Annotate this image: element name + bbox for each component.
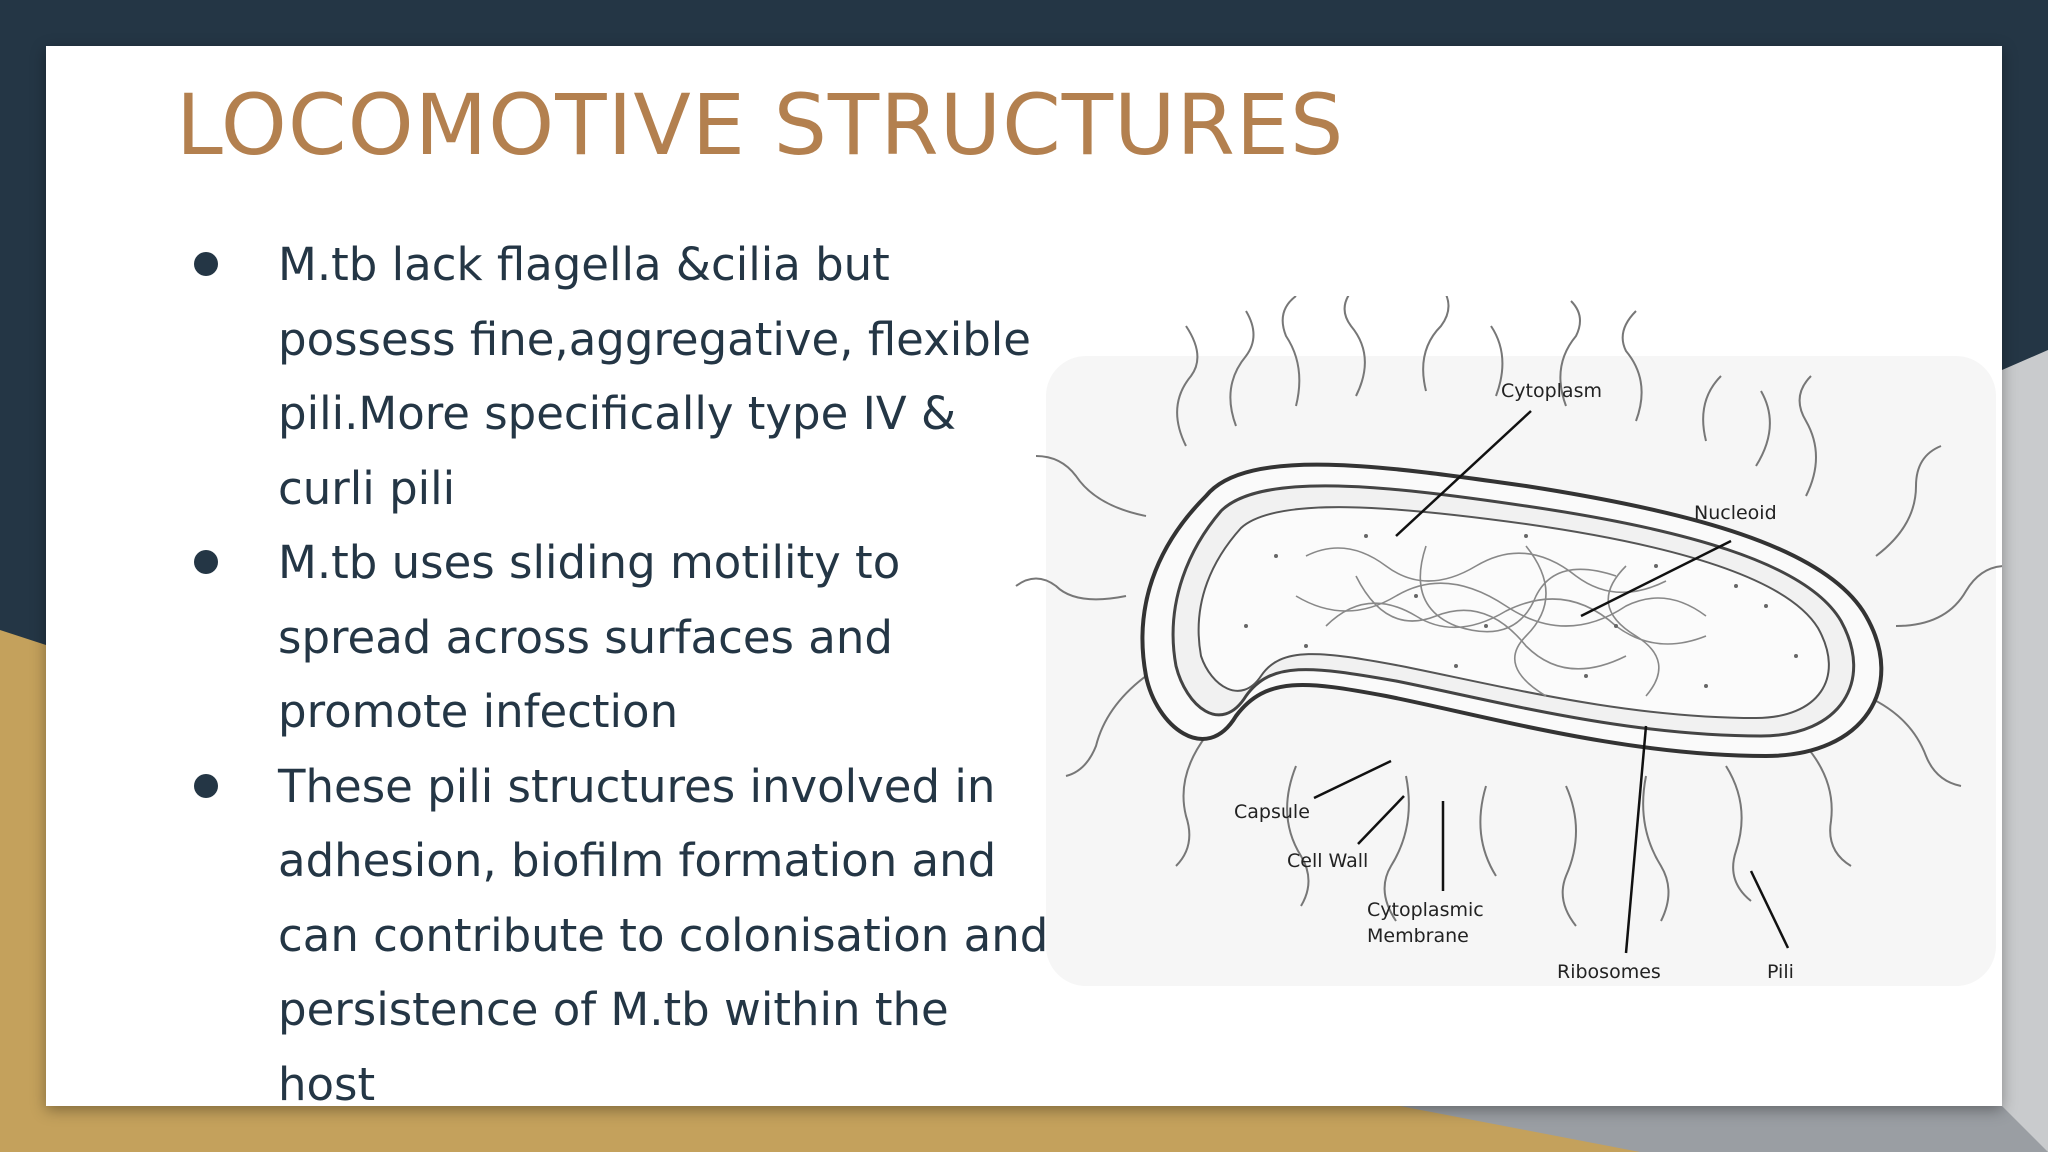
nucleoid-strands <box>1295 545 1707 697</box>
bullet-item: M.tb lack flagella &cilia but possess fi… <box>194 228 1054 526</box>
bullet-dot-icon <box>194 252 218 276</box>
bullet-dot-icon <box>194 550 218 574</box>
bullet-item: M.tb uses sliding motility to spread acr… <box>194 526 1054 750</box>
bacterium-diagram: Cytoplasm Nucleoid Capsule Cell Wall Cyt… <box>1006 285 2002 1036</box>
label-cytoplasm: Cytoplasm <box>1501 380 1602 402</box>
bullet-list: M.tb lack flagella &cilia but possess fi… <box>194 228 1054 1106</box>
label-cytoplasmic-membrane: Cytoplasmic <box>1367 899 1484 921</box>
bullet-text: M.tb lack flagella &cilia but possess fi… <box>278 238 1031 515</box>
label-nucleoid: Nucleoid <box>1694 502 1777 524</box>
bullet-text: M.tb uses sliding motility to spread acr… <box>278 536 901 738</box>
bullet-item: These pili structures involved in adhesi… <box>194 750 1054 1107</box>
ribosome-dots <box>1244 534 1798 688</box>
slide: LOCOMOTIVE STRUCTURES M.tb lack flagella… <box>46 46 2002 1106</box>
bullet-dot-icon <box>194 773 218 798</box>
label-cell-wall: Cell Wall <box>1287 850 1368 872</box>
bullet-text: These pili structures involved in adhesi… <box>278 759 1049 1107</box>
label-capsule: Capsule <box>1234 801 1310 823</box>
slide-title: LOCOMOTIVE STRUCTURES <box>176 76 1345 174</box>
label-cytoplasmic-membrane-line2: Membrane <box>1367 925 1469 947</box>
label-pili: Pili <box>1767 961 1794 983</box>
pili-strands <box>1015 285 2002 927</box>
label-ribosomes: Ribosomes <box>1557 961 1661 983</box>
label-leader-lines <box>1313 410 1790 954</box>
